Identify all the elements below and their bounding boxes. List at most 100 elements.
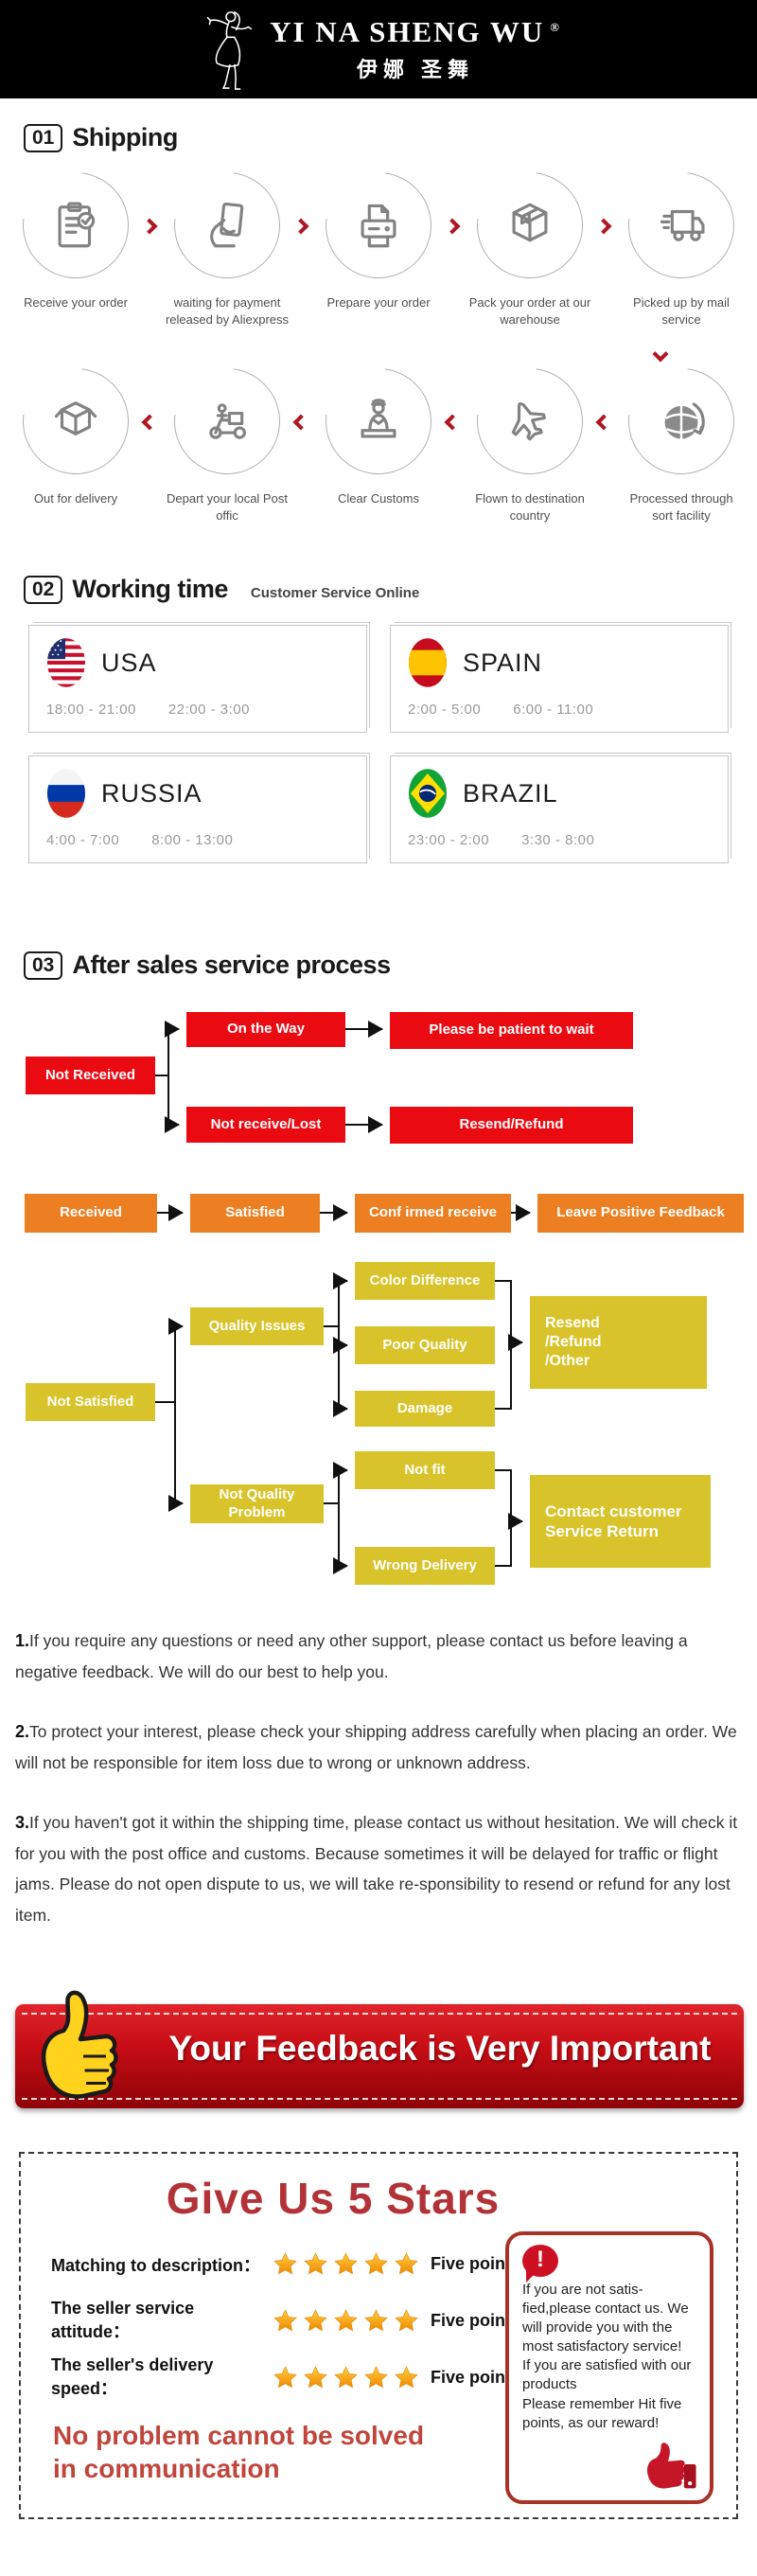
step-circle: [455, 346, 605, 496]
shipping-step: Pack your order at our warehouse: [454, 151, 606, 328]
globe-icon: [664, 402, 705, 440]
flow-node-color-difference: Color Difference: [355, 1262, 495, 1301]
airplane-icon: [511, 401, 546, 441]
rating-points: Five points: [431, 2311, 521, 2331]
order-checklist-icon: [58, 202, 96, 248]
section-heading: After sales service process: [72, 950, 391, 980]
star-icon: [364, 2309, 388, 2332]
flowchart-connectors: [155, 1021, 531, 1575]
star-icon: [273, 2252, 297, 2275]
shipping-steps-row-2: Out for delivery Depart your local Post …: [0, 346, 757, 524]
country-name: BRAZIL: [463, 778, 558, 808]
brazil-flag-icon: [408, 769, 448, 818]
delivery-truck-icon: [660, 209, 705, 241]
red-thumbs-up-icon: [647, 2443, 696, 2489]
five-stars-title: Give Us 5 Stars: [166, 2173, 501, 2223]
section-heading: Shipping: [72, 123, 178, 151]
brand-name-chinese: 伊娜 圣舞: [356, 58, 475, 81]
section-number-badge: 01: [24, 123, 63, 152]
five-star-icons: [273, 2365, 419, 2390]
rating-row-delivery-speed: The seller's delivery speed： Five points: [51, 2355, 736, 2398]
brand-text: YI NA SHENG WU ® 伊娜 圣舞: [270, 15, 561, 83]
flow-node-wrong-delivery: Wrong Delivery: [355, 1547, 495, 1586]
star-icon: [364, 2366, 388, 2389]
shipping-step: Clear Customs: [303, 346, 454, 524]
flow-node-poor-quality: Poor Quality: [355, 1326, 495, 1365]
step-label: Flown to destination country: [475, 491, 585, 523]
step-label: Receive your order: [24, 295, 128, 310]
shipping-step: Depart your local Post offic: [151, 346, 303, 524]
rating-row-service-attitude: The seller service attitude： Five points: [51, 2299, 736, 2341]
rating-points: Five points: [431, 2254, 521, 2274]
dancer-logo-icon: [206, 11, 253, 90]
section-number-badge: 02: [24, 575, 63, 604]
step-label: Depart your local Post offic: [167, 491, 288, 523]
feedback-banner: Your Feedback is Very Important: [0, 1974, 757, 2116]
note-paragraph-2: 2.To protect your interest, please check…: [15, 1721, 737, 1773]
flow-node-not-received: Not Received: [26, 1057, 155, 1095]
country-name: RUSSIA: [101, 778, 202, 808]
flow-node-leave-positive-feedback: Leave Positive Feedback: [537, 1194, 744, 1234]
step-label: Processed through sort facility: [629, 491, 733, 523]
five-stars-box: Give Us 5 Stars Matching to description：…: [19, 2151, 738, 2519]
note-paragraph-1: 1.If you require any questions or need a…: [15, 1631, 688, 1682]
star-icon: [395, 2252, 418, 2275]
thumbs-up-icon: [41, 1990, 118, 2099]
flow-node-damage: Damage: [355, 1391, 495, 1428]
feedback-banner-text: Your Feedback is Very Important: [168, 2028, 712, 2068]
country-name: SPAIN: [463, 648, 543, 677]
flow-node-confirmed-receive: Conf irmed receive: [355, 1194, 511, 1234]
brand-header: YI NA SHENG WU ® 伊娜 圣舞: [0, 0, 757, 98]
registered-trademark-mark: ®: [550, 19, 561, 34]
brand-lockup: YI NA SHENG WU ® 伊娜 圣舞: [196, 8, 561, 91]
open-box-icon: [54, 401, 97, 435]
flow-node-not-satisfied: Not Satisfied: [26, 1383, 155, 1422]
rating-label: The seller's delivery speed：: [51, 2355, 214, 2399]
star-icon: [304, 2309, 327, 2332]
step-label: Out for delivery: [33, 491, 118, 506]
star-icon: [395, 2366, 418, 2389]
usa-flag-icon: [46, 638, 86, 687]
brand-name: YI NA SHENG WU: [270, 15, 545, 48]
after-sales-flowchart: Not Received On the Way Please be patien…: [0, 1004, 757, 1591]
step-circle: [607, 346, 756, 496]
shipping-step: waiting for payment released by Aliexpre…: [151, 151, 303, 328]
scooter-icon: [209, 403, 246, 439]
section-title-working-time: 02 Working time Customer Service Online: [24, 575, 757, 604]
flow-node-on-the-way: On the Way: [186, 1012, 345, 1048]
step-label: waiting for payment released by Aliexpre…: [165, 295, 290, 327]
satisfaction-note-text: If you are not satis-fied,please contact…: [522, 2281, 692, 2431]
step-circle: [304, 151, 453, 300]
section-title-after-sales: 03 After sales service process: [24, 950, 757, 980]
section-heading: Working time: [72, 575, 228, 604]
spain-flag-icon: [408, 638, 448, 687]
five-star-icons: [273, 2251, 419, 2277]
russia-flag-icon: [46, 769, 86, 818]
printer-icon: [361, 204, 396, 248]
satisfaction-note-box: ! If you are not satis-fied,please conta…: [505, 2230, 713, 2504]
note-number: 1.: [15, 1631, 30, 1651]
customs-officer-icon: [361, 399, 396, 438]
star-icon: [273, 2366, 297, 2389]
note-number: 2.: [15, 1721, 30, 1741]
rating-label: Matching to description：: [51, 2255, 261, 2275]
shipping-step: Processed through sort facility: [606, 346, 757, 524]
flow-node-resend-refund-other: Resend /Refund /Other: [530, 1296, 707, 1390]
section-title-shipping: 01 Shipping: [24, 123, 757, 152]
note-number: 3.: [15, 1812, 30, 1832]
package-box-icon: [512, 203, 548, 242]
shipping-step: Picked up by mail service: [606, 151, 757, 328]
flow-node-not-fit: Not fit: [355, 1451, 495, 1490]
payment-hand-card-icon: [210, 202, 244, 248]
star-icon: [395, 2309, 418, 2332]
star-icon: [364, 2252, 388, 2275]
flow-node-please-be-patient: Please be patient to wait: [390, 1012, 633, 1050]
step-circle: [607, 151, 756, 300]
flow-node-not-receive-lost: Not receive/Lost: [186, 1107, 345, 1144]
